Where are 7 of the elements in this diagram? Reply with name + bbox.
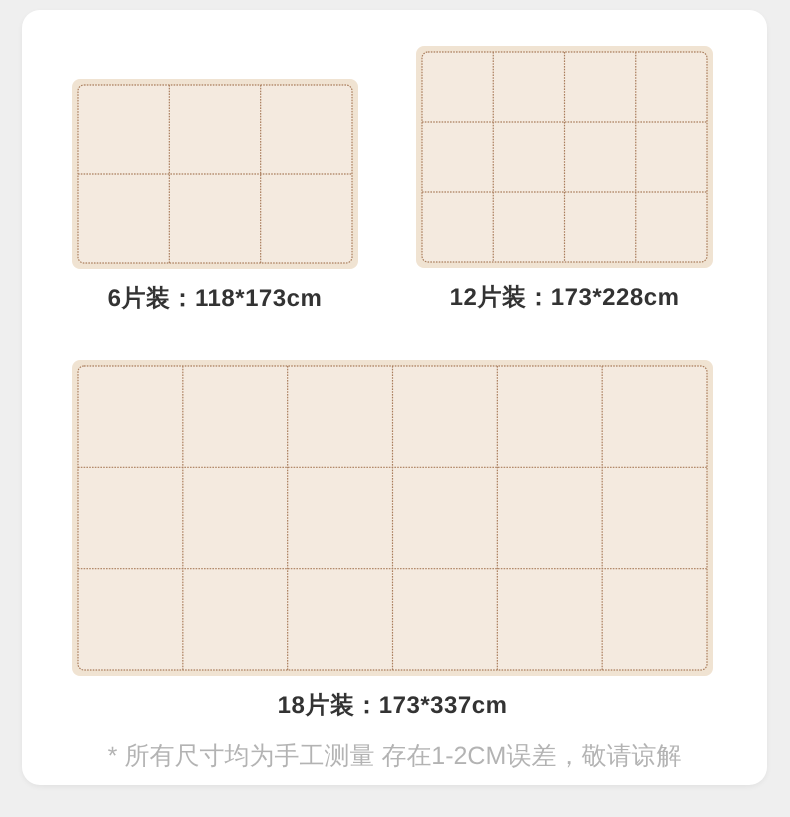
size-caption: 18片装：173*337cm xyxy=(278,691,508,721)
play-mat xyxy=(416,46,713,268)
size-caption: 6片装：118*173cm xyxy=(108,284,322,314)
size-caption: 12片装：173*228cm xyxy=(450,283,680,313)
note-text: * 所有尺寸均为手工测量 存在1-2CM误差，敬请谅解 xyxy=(108,741,682,772)
play-mat xyxy=(72,360,713,676)
play-mat xyxy=(72,79,358,269)
